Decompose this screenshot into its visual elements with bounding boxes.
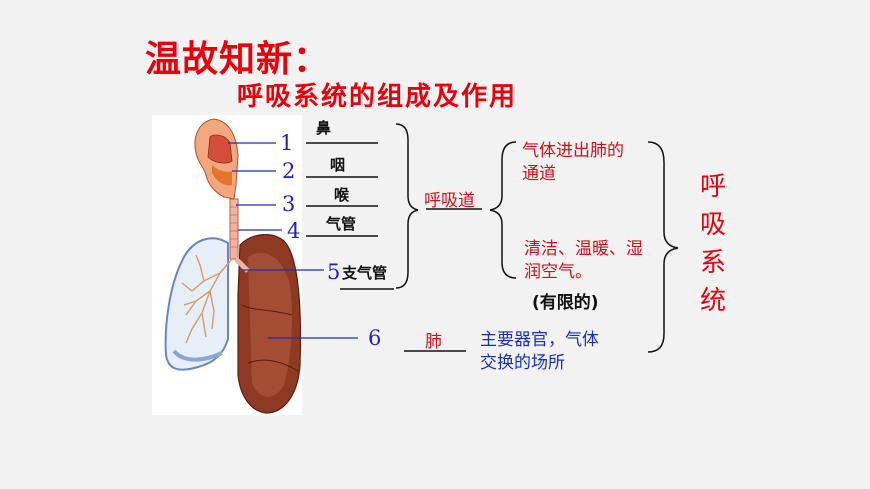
label-number-6: 6 [368, 326, 382, 350]
system-char-2: 吸 [699, 210, 726, 240]
label-number-3: 3 [282, 192, 296, 216]
airway-limit-note: (有限的) [532, 293, 599, 313]
part-name-pharynx: 咽 [330, 156, 346, 174]
respiratory-system-label: 呼 吸 系 统 [698, 168, 728, 320]
label-number-2: 2 [282, 159, 296, 183]
airway-function-passage: 气体进出肺的通道 [522, 141, 624, 184]
label-number-5: 5 [327, 260, 341, 284]
lung-function: 主要器官，气体交换的场所 [480, 330, 599, 373]
system-char-4: 统 [699, 286, 726, 316]
part-name-trachea: 气管 [326, 215, 357, 233]
part-name-bronchi: 支气管 [342, 264, 388, 282]
part-name-lung: 肺 [425, 332, 442, 352]
page-subtitle: 呼吸系统的组成及作用 [237, 82, 518, 112]
label-number-4: 4 [287, 219, 301, 243]
airway-label: 呼吸道 [424, 191, 475, 211]
system-char-3: 系 [699, 248, 726, 278]
part-name-nose: 鼻 [316, 119, 332, 137]
label-number-1: 1 [280, 131, 294, 155]
respiratory-system-illustration [152, 115, 302, 415]
part-name-larynx: 喉 [334, 186, 350, 204]
airway-function-conditioning: 清洁、温暖、湿润空气。 [524, 239, 643, 282]
page-title: 温故知新： [145, 39, 331, 80]
system-char-1: 呼 [699, 172, 726, 202]
